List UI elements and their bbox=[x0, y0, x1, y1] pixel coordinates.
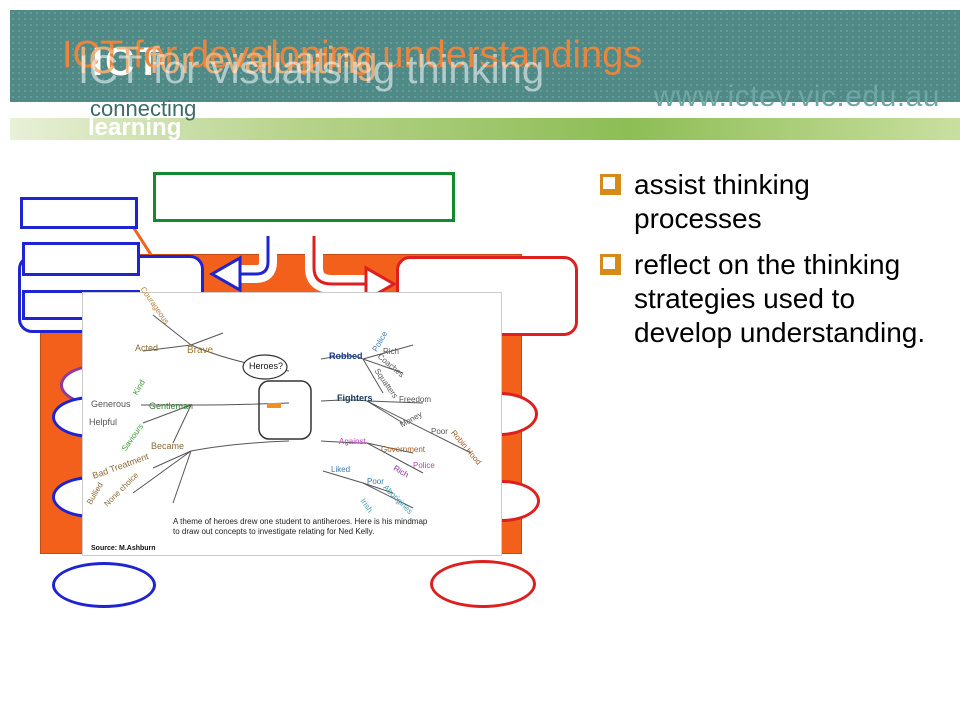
mindmap-word: Robbed bbox=[329, 351, 363, 361]
mindmap-center-label: Heroes? bbox=[249, 361, 284, 371]
logo-mark: ICT bbox=[92, 40, 163, 84]
mindmap-word: Police bbox=[413, 461, 435, 470]
mindmap-word: Became bbox=[151, 441, 185, 451]
mindmap-word: Fighters bbox=[337, 393, 373, 403]
green-box bbox=[153, 172, 455, 222]
mindmap-image: Heroes? Courageous Acted Brave Kind Gene… bbox=[82, 285, 502, 556]
mindmap-word: Gentleman bbox=[149, 401, 194, 411]
banner-texture bbox=[10, 10, 960, 102]
mindmap-word: Freedom bbox=[399, 395, 432, 404]
bullet-item: assist thinking processes bbox=[598, 168, 938, 236]
bullet-item: reflect on the thinking strategies used … bbox=[598, 248, 938, 350]
header-banner: www.ictev.vic.edu.au bbox=[10, 10, 960, 113]
mindmap-caption: A theme of heroes drew one student to an… bbox=[173, 517, 428, 536]
mindmap-word: Against bbox=[339, 437, 366, 446]
checkbox-bullet-icon bbox=[600, 174, 621, 195]
mindmap-word: Poor bbox=[367, 477, 384, 486]
mindmap-source: Source: M.Ashburn bbox=[91, 545, 156, 552]
header-gradient-strip bbox=[10, 118, 960, 140]
site-url[interactable]: www.ictev.vic.edu.au bbox=[653, 80, 940, 113]
hero-figure bbox=[258, 380, 312, 440]
logo-line-connecting: connecting bbox=[90, 96, 197, 121]
slide-title-developing: ICT for developing understandings bbox=[62, 34, 643, 76]
bullet-text: reflect on the thinking strategies used … bbox=[634, 249, 926, 348]
blue-label-box-middle bbox=[22, 242, 140, 276]
mindmap-word: Poor bbox=[431, 427, 448, 436]
mindmap-word: Acted bbox=[135, 343, 159, 353]
blue-label-box-top bbox=[20, 197, 138, 229]
mindmap-word: Rich bbox=[383, 347, 400, 356]
mindmap-word: Government bbox=[381, 445, 426, 454]
mindmap-drawing bbox=[132, 314, 472, 509]
mindmap-word: Liked bbox=[331, 465, 351, 474]
mindmap-word: Generous bbox=[91, 399, 131, 409]
mindmap-word: Brave bbox=[187, 345, 214, 356]
bullet-list: assist thinking processes reflect on the… bbox=[598, 168, 938, 362]
blue-oval-3 bbox=[52, 562, 156, 608]
mindmap-word: Helpful bbox=[89, 417, 118, 427]
red-oval-3 bbox=[430, 560, 536, 608]
logo-line-learning: learning bbox=[88, 114, 182, 141]
slide-title-visualising: ICT for visualising thinking bbox=[78, 48, 545, 92]
slide-title-evaluating: ICT for evaluating bbox=[78, 40, 378, 82]
checkbox-bullet-icon bbox=[600, 254, 621, 275]
bullet-text: assist thinking processes bbox=[634, 169, 810, 234]
